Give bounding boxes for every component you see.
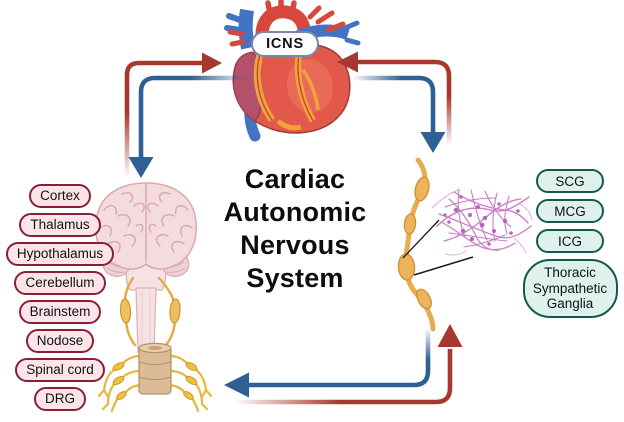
- red-arrow-spinal-to-chain: [234, 349, 453, 405]
- red-arrow-brain-to-heart: [124, 60, 204, 176]
- brain-illustration: [95, 182, 213, 413]
- heart-illustration: [224, 0, 361, 142]
- diagram-title: Cardiac Autonomic Nervous System: [197, 163, 393, 295]
- cns-label-nodose: Nodose: [25, 329, 95, 353]
- ganglia-label-mcg: MCG: [536, 199, 604, 223]
- blue-arrowhead-left-icon: [224, 372, 249, 398]
- blue-arrow-heart-to-chain: [354, 75, 436, 134]
- cns-label-cortex: Cortex: [29, 184, 91, 208]
- cns-label-brainstem: Brainstem: [18, 300, 102, 324]
- ganglia-label-scg: SCG: [536, 169, 604, 193]
- cns-label-spinal-cord: Spinal cord: [15, 358, 105, 382]
- pointer-line: [413, 256, 474, 276]
- blue-arrowhead-down-icon: [128, 157, 154, 178]
- cardiac-plexus-illustration: [431, 188, 533, 256]
- red-arrow-chain-to-heart: [357, 59, 452, 144]
- ganglia-label-stack: SCG MCG ICG Thoracic Sympathetic Ganglia: [520, 169, 620, 318]
- cns-label-hypothalamus: Hypothalamus: [5, 242, 115, 266]
- ganglia-label-thoracic: Thoracic Sympathetic Ganglia: [522, 259, 618, 318]
- cns-label-cerebellum: Cerebellum: [14, 271, 106, 295]
- blue-arrow-heart-to-brain: [138, 75, 250, 159]
- cns-label-thalamus: Thalamus: [19, 213, 101, 237]
- pointer-lines: [402, 219, 474, 276]
- icns-label-pill: ICNS: [251, 31, 319, 57]
- ganglia-label-icg: ICG: [536, 229, 604, 253]
- red-arrowhead-left-icon: [337, 51, 358, 73]
- red-arrowhead-right-icon: [202, 52, 222, 74]
- title-line: Cardiac: [244, 164, 346, 194]
- blue-arrowhead-down-icon: [420, 132, 446, 153]
- circuit-arrows: [124, 51, 463, 405]
- blue-arrow-chain-to-spinal: [248, 329, 431, 388]
- red-arrowhead-up-icon: [437, 324, 463, 347]
- title-line: Nervous: [240, 230, 350, 260]
- cns-label-drg: DRG: [34, 387, 86, 411]
- sympathetic-chain-illustration: [397, 157, 436, 332]
- cns-label-stack: Cortex Thalamus Hypothalamus Cerebellum …: [2, 184, 118, 411]
- title-line: Autonomic: [223, 197, 367, 227]
- pointer-line: [402, 219, 440, 259]
- title-line: System: [246, 263, 344, 293]
